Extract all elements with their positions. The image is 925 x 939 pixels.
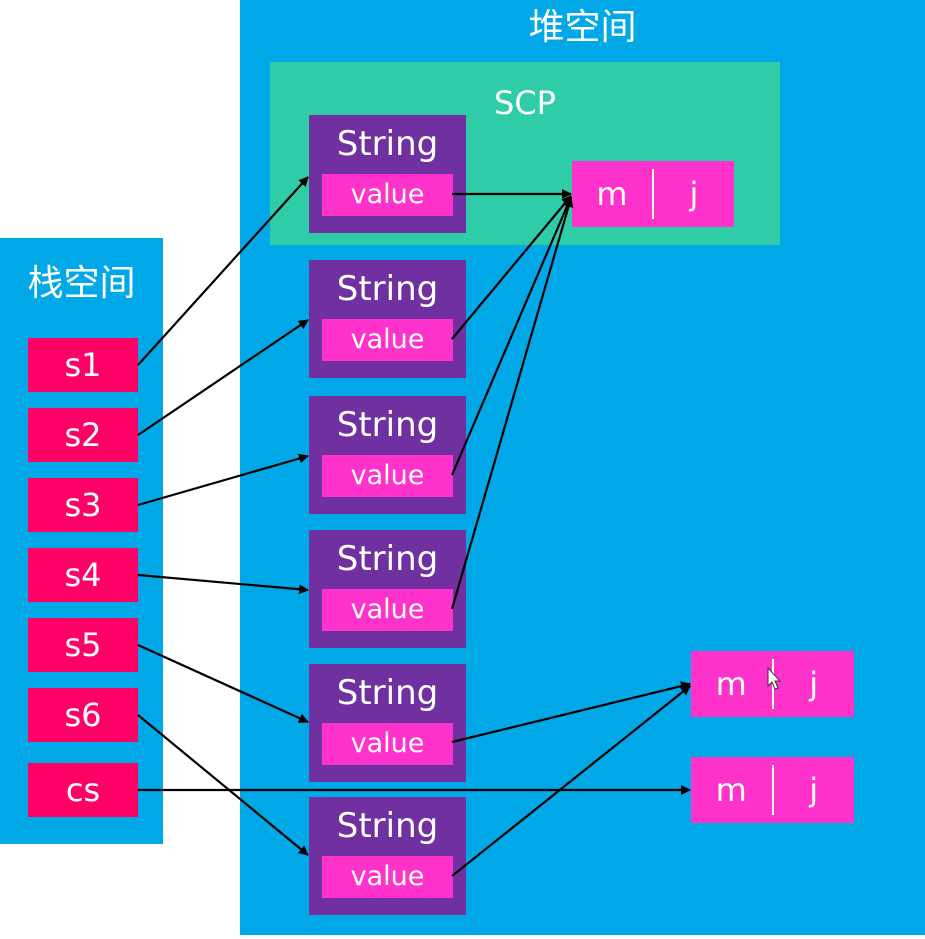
string-class-label: String bbox=[336, 806, 439, 846]
arrow-value-3 bbox=[450, 196, 573, 476]
string-object-5: String value bbox=[309, 664, 466, 782]
arrow-s3 bbox=[137, 453, 309, 507]
stack-title: 栈空间 bbox=[27, 263, 136, 304]
string-class-label: String bbox=[336, 269, 439, 309]
arrow-value-5 bbox=[451, 681, 691, 744]
arrow-s6 bbox=[137, 714, 309, 856]
stack-var-s5: s5 bbox=[28, 618, 138, 672]
stack-var-s3: s3 bbox=[28, 478, 138, 532]
stack-var-s6: s6 bbox=[28, 688, 138, 742]
string-object-2: String value bbox=[309, 260, 466, 378]
scp-title: SCP bbox=[494, 84, 556, 122]
string-object-1: String value bbox=[309, 115, 466, 233]
stack-var-s4: s4 bbox=[28, 548, 138, 602]
arrow-value-4 bbox=[450, 197, 574, 610]
string-class-label: String bbox=[336, 673, 439, 713]
arrow-value-2 bbox=[451, 195, 572, 340]
string-class-label: String bbox=[336, 405, 439, 445]
char-array-heap-2: m j bbox=[691, 757, 854, 823]
mouse-cursor-icon bbox=[767, 666, 782, 690]
arrow-s5 bbox=[137, 643, 309, 724]
arrow-s2 bbox=[137, 319, 309, 436]
string-value-field: value bbox=[322, 589, 453, 631]
cell-divider bbox=[652, 169, 654, 219]
cell-divider bbox=[771, 765, 774, 815]
string-class-label: String bbox=[336, 539, 439, 579]
stack-var-s1: s1 bbox=[28, 338, 138, 392]
arrow-s1 bbox=[137, 176, 309, 366]
string-value-field: value bbox=[322, 856, 453, 898]
string-value-field: value bbox=[322, 723, 453, 765]
char-cell: m bbox=[715, 665, 747, 703]
string-value-field: value bbox=[322, 319, 453, 361]
string-value-field: value bbox=[322, 174, 453, 216]
arrow-s4 bbox=[137, 573, 309, 595]
heap-title: 堆空间 bbox=[528, 7, 637, 48]
arrow-value-6 bbox=[451, 685, 691, 877]
char-array-scp: m j bbox=[572, 161, 734, 227]
stack-var-cs: cs bbox=[28, 763, 138, 817]
string-object-4: String value bbox=[309, 530, 466, 648]
stack-var-s2: s2 bbox=[28, 408, 138, 462]
string-object-6: String value bbox=[309, 797, 466, 915]
char-cell: m bbox=[715, 771, 747, 809]
string-object-3: String value bbox=[309, 396, 466, 514]
char-cell: j bbox=[809, 665, 819, 703]
char-cell: j bbox=[809, 771, 819, 809]
string-class-label: String bbox=[336, 124, 439, 164]
string-value-field: value bbox=[322, 455, 453, 497]
char-cell: j bbox=[689, 175, 699, 213]
char-cell: m bbox=[596, 175, 628, 213]
